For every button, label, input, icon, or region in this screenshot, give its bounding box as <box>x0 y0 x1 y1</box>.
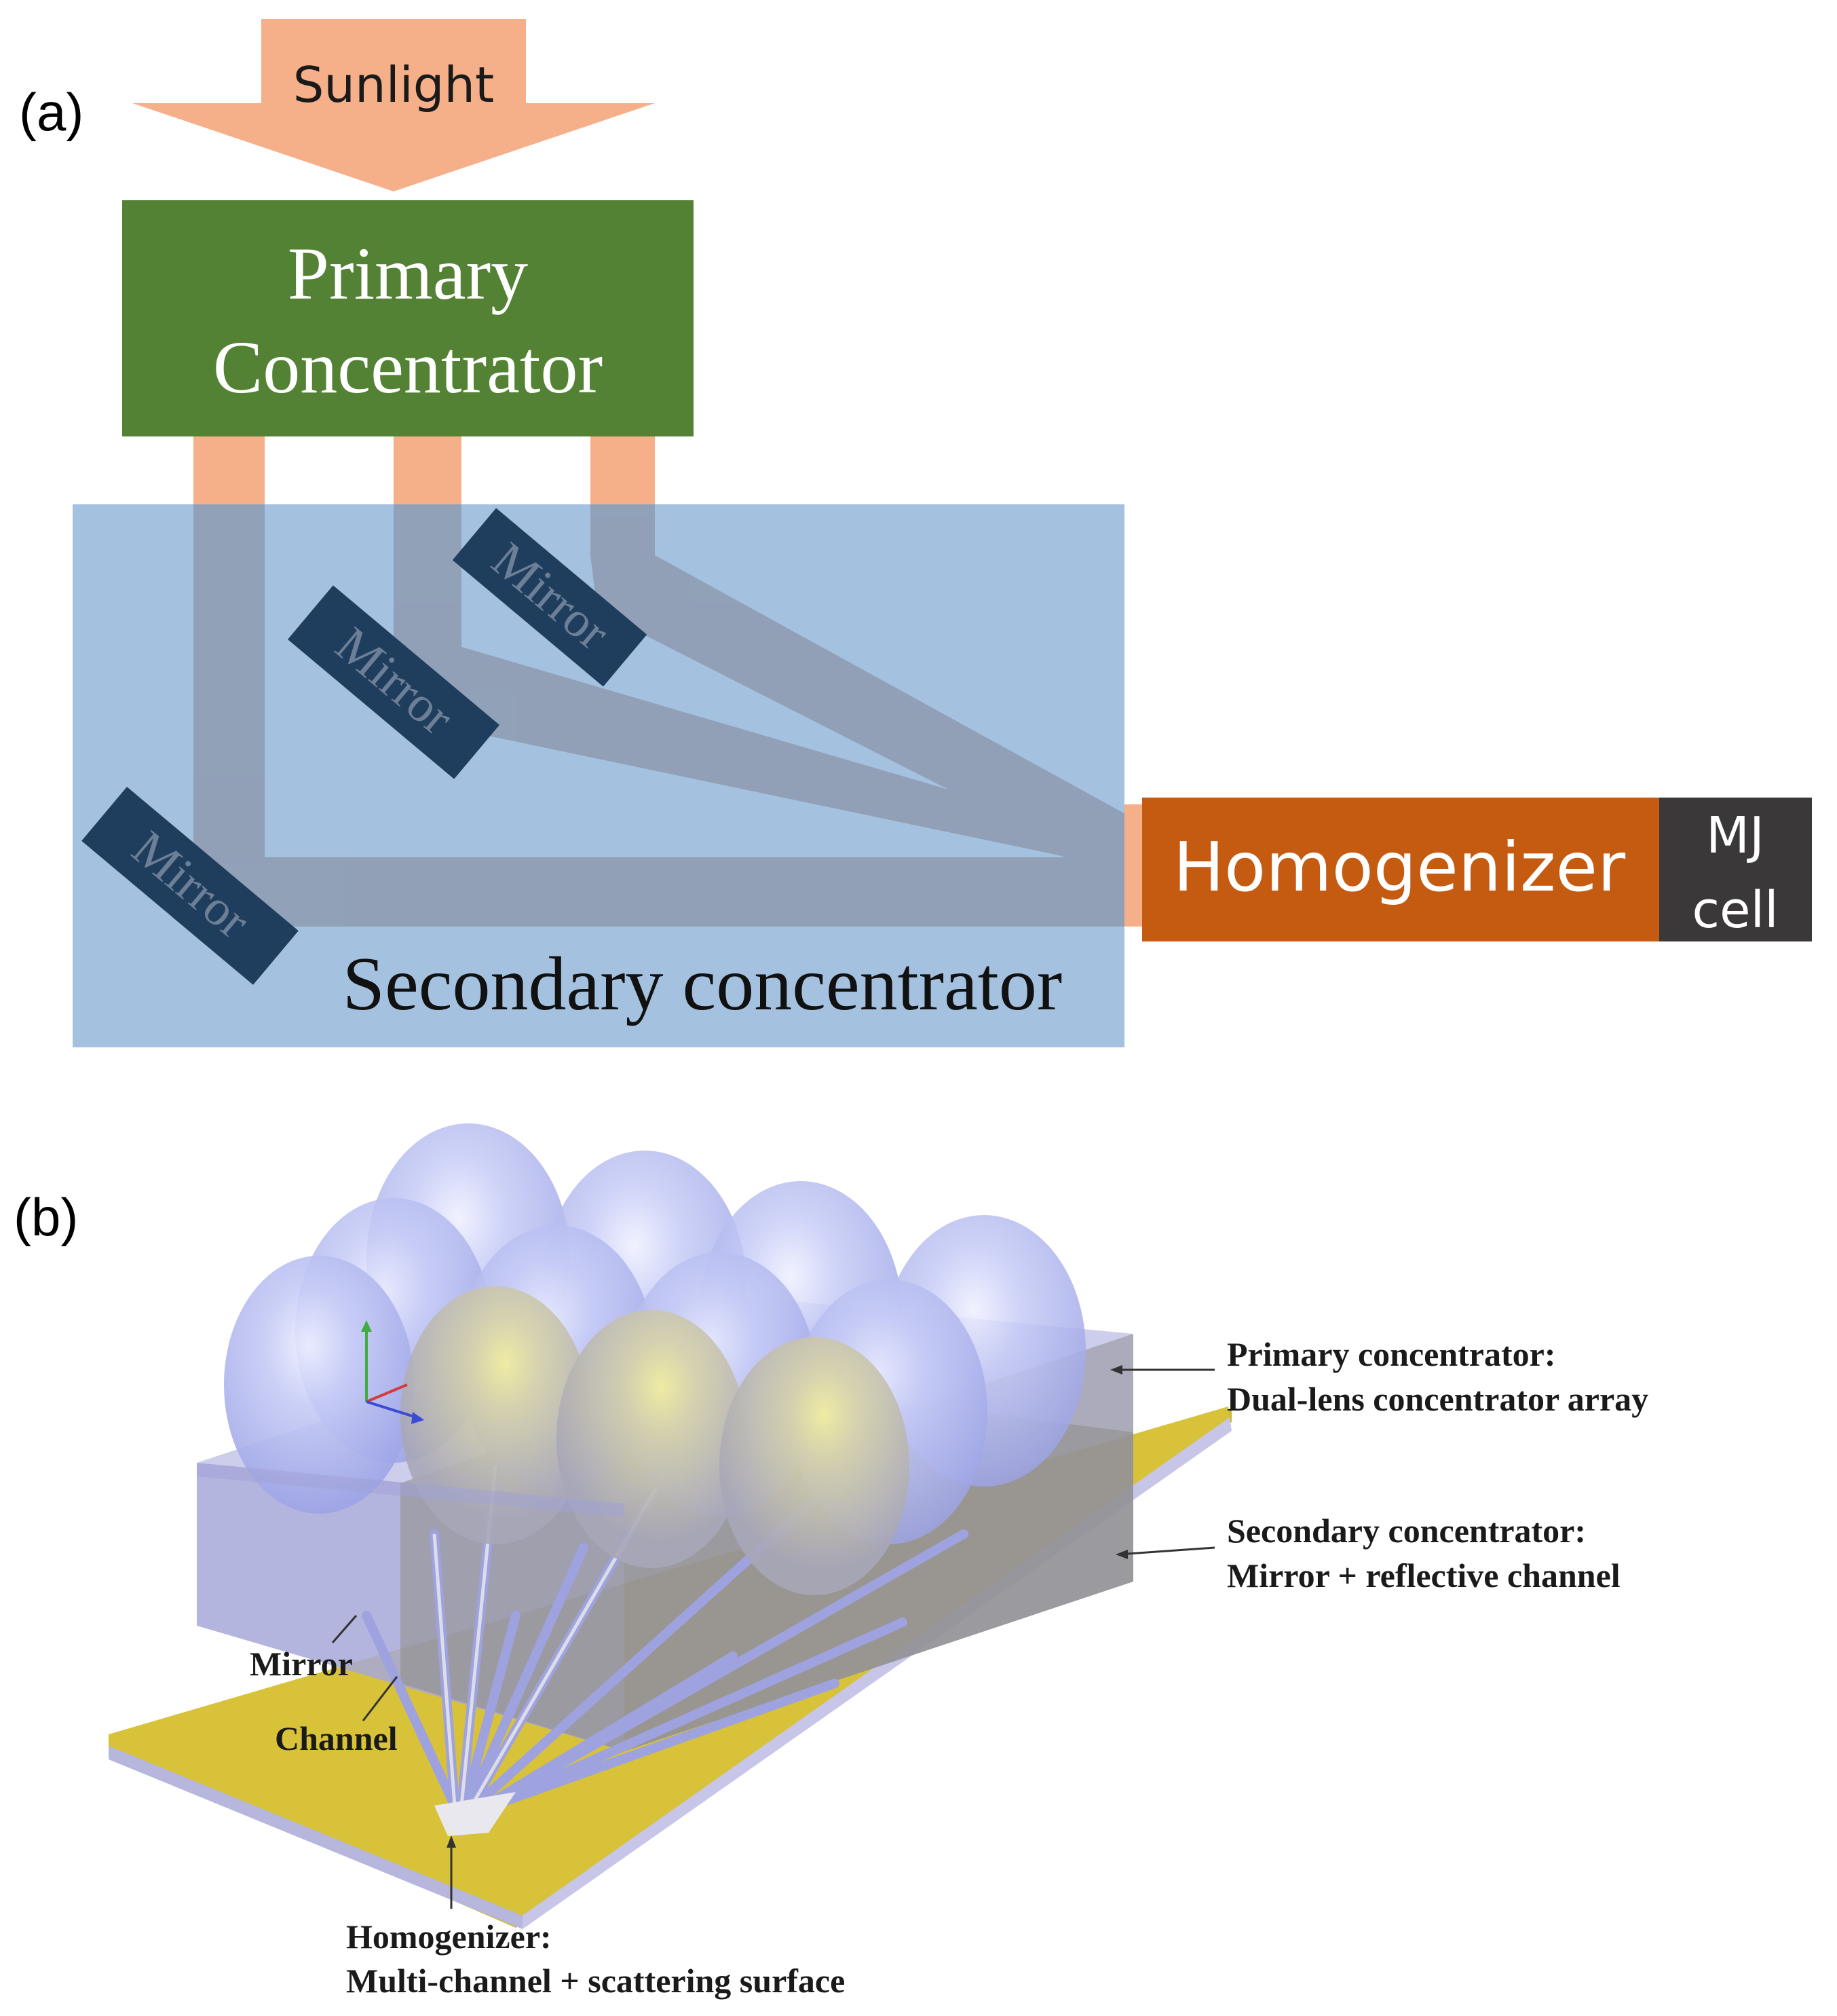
mj-cell-box <box>1659 798 1812 941</box>
beam-top-2 <box>394 436 461 504</box>
homogenizer-fan <box>434 1792 516 1836</box>
secondary-anno-title: Secondary concentrator: <box>1227 1512 1586 1550</box>
secondary-pointer <box>1118 1546 1215 1556</box>
primary-concentrator-box <box>122 200 694 436</box>
channel-anno: Channel <box>275 1719 398 1757</box>
homogenizer-label: Homogenizer <box>1173 827 1626 907</box>
secondary-anno-desc: Mirror + reflective channel <box>1227 1556 1621 1594</box>
lens-array <box>224 1123 1086 1595</box>
sunlight-arrow <box>132 19 655 191</box>
primary-concentrator-line2: Concentrator <box>213 326 603 409</box>
mirror-anno: Mirror <box>250 1645 353 1683</box>
beam-top-1 <box>193 436 265 504</box>
mj-cell-line1: MJ <box>1706 806 1764 865</box>
axes-icon <box>361 1320 424 1424</box>
light-channels <box>193 504 1126 927</box>
primary-anno-desc: Dual-lens concentrator array <box>1227 1380 1648 1418</box>
primary-anno-title: Primary concentrator: <box>1227 1335 1556 1373</box>
block-front-face <box>197 1463 624 1517</box>
mj-cell-line2: cell <box>1692 881 1778 939</box>
primary-concentrator-line1: Primary <box>288 232 528 315</box>
beam-to-homogenizer <box>1124 804 1142 927</box>
mirror-pointer <box>331 1615 358 1643</box>
panel-a-label: (a) <box>19 82 84 142</box>
beam-top-3 <box>590 436 655 504</box>
panel-b-label: (b) <box>14 1187 79 1247</box>
sunlight-label: Sunlight <box>293 56 495 113</box>
channel-pointer <box>362 1676 398 1721</box>
homogenizer-box <box>1142 798 1659 941</box>
homogenizer-anno-title: Homogenizer: <box>346 1918 552 1956</box>
secondary-concentrator-label: Secondary concentrator <box>343 942 1062 1026</box>
homogenizer-anno-desc: Multi-channel + scattering surface <box>346 1962 845 2000</box>
base-plate-edge <box>109 1746 523 1929</box>
panel-a-diagram: Sunlight Primary Concentrator Mirror Mir… <box>73 19 1812 1047</box>
